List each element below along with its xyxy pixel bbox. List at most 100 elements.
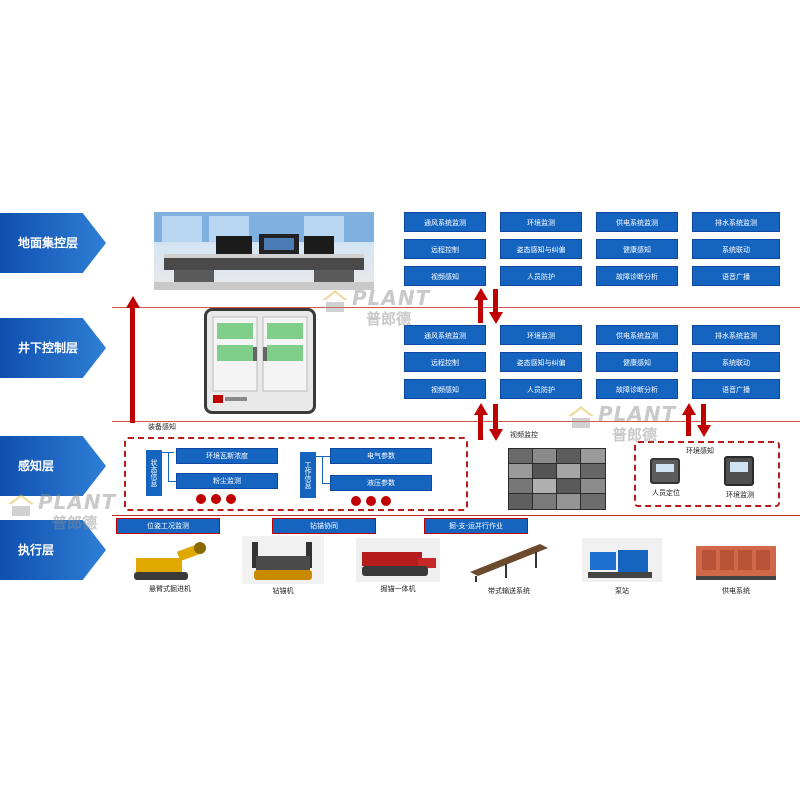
ellipsis-dot [211,494,221,504]
arrow-up-icon [474,403,488,415]
function-drainage-monitor: 排水系统监测 [692,212,780,232]
arrow-up-icon [126,296,140,308]
function-environment-monitor: 环境监测 [500,212,582,232]
ellipsis-dot [366,496,376,506]
function-fault-diagnosis: 故障诊断分析 [596,379,678,399]
watermark-brand: PLANT [352,286,431,310]
plant-watermark: PLANT 普郎德 [322,286,482,330]
environment-monitor-device [724,456,754,486]
plant-logo-icon [322,290,348,312]
roadheader-machine-image [130,540,210,582]
layer-surface: 地面集控层 [0,213,106,273]
function-attitude-correction: 姿态感知与纠偏 [500,239,582,259]
connector-line [168,481,176,482]
arrow-down-icon [489,429,503,441]
watermark-brand: PLANT [38,490,117,514]
connector-line [316,456,330,457]
function-ventilation-monitor: 通风系统监测 [404,325,486,345]
work-info-label: 工作信息 [300,452,316,498]
ellipsis-dot [351,496,361,506]
arrow-shaft [478,299,483,323]
bolter-miner-machine-image [356,538,440,582]
function-power-monitor: 供电系统监测 [596,212,678,232]
work-item-hydraulic: 液压参数 [330,475,432,491]
divider-line [112,421,800,422]
function-voice-broadcast: 语音广播 [692,266,780,286]
arrow-down-icon [489,312,503,324]
function-remote-control: 远程控制 [404,352,486,372]
belt-conveyor-label: 带式输送系统 [488,587,530,595]
connector-line [322,456,323,484]
function-remote-control: 远程控制 [404,239,486,259]
watermark-brand-cn: 普郎德 [52,514,98,532]
belt-conveyor-image [466,538,552,582]
function-personnel-protection: 人员防护 [500,266,582,286]
video-monitor-label: 视频监控 [510,431,538,439]
plant-logo-icon [568,406,594,428]
function-system-linkage: 系统联动 [692,352,780,372]
arrow-up-icon [682,403,696,415]
arrow-shaft [493,404,498,430]
pump-station-drawing [588,550,652,578]
pump-station-label: 泵站 [615,587,629,595]
equipment-sensing-label: 装备感知 [148,423,176,431]
exec-function-pose-monitor: 位姿工况监测 [116,518,220,534]
belt-conveyor-drawing [470,544,548,582]
work-item-electrical: 电气参数 [330,448,432,464]
connector-line [322,483,330,484]
environment-sensing-box [634,441,780,507]
watermark-brand-cn: 普郎德 [612,426,658,444]
function-health-sensing: 健康感知 [596,239,678,259]
function-personnel-protection: 人员防护 [500,379,582,399]
status-item-gas-concentration: 环境瓦斯浓度 [176,448,278,464]
function-ventilation-monitor: 通风系统监测 [404,212,486,232]
connector-line [168,452,169,482]
arrow-shaft [130,307,135,423]
function-drainage-monitor: 排水系统监测 [692,325,780,345]
function-fault-diagnosis: 故障诊断分析 [596,266,678,286]
function-video-sensing: 视频感知 [404,266,486,286]
watermark-brand: PLANT [598,402,677,426]
video-grid-drawing [509,449,605,509]
ellipsis-dot [226,494,236,504]
arrow-shaft [701,404,706,426]
ellipsis-dot [381,496,391,506]
function-health-sensing: 健康感知 [596,352,678,372]
control-cabinet-image [204,308,316,414]
equipment-sensing-box [124,437,468,511]
function-voice-broadcast: 语音广播 [692,379,780,399]
drill-anchor-machine-image [242,536,324,584]
bolter-miner-label: 掘锚一体机 [380,585,416,593]
pump-station-image [582,538,662,582]
power-supply-label: 供电系统 [722,587,750,595]
layer-perception: 感知层 [0,436,106,496]
arrow-shaft [493,289,498,313]
video-monitor-image [508,448,606,510]
divider-line [112,307,800,308]
personnel-locator-device [650,458,680,484]
status-info-label: 状态信息 [146,450,162,496]
environment-monitor-label: 环境监测 [726,491,754,499]
divider-line [112,515,800,516]
environment-sensing-label: 环境感知 [686,447,714,455]
function-video-sensing: 视频感知 [404,379,486,399]
function-attitude-correction: 姿态感知与纠偏 [500,352,582,372]
arrow-shaft [478,414,483,440]
plant-watermark: PLANT 普郎德 [568,402,728,446]
power-supply-drawing [696,546,776,580]
control-room-image [154,212,374,290]
control-room-drawing [154,212,374,290]
layer-underground: 井下控制层 [0,318,106,378]
bolter-miner-drawing [362,552,436,576]
function-environment-monitor: 环境监测 [500,325,582,345]
drill-anchor-drawing [252,542,312,580]
power-supply-image [692,540,780,582]
drill-anchor-label: 钻锚机 [272,587,294,595]
function-system-linkage: 系统联动 [692,239,780,259]
function-power-monitor: 供电系统监测 [596,325,678,345]
plant-logo-icon [8,494,34,516]
cabinet-drawing [212,316,308,403]
roadheader-label: 悬臂式掘进机 [149,585,191,593]
ellipsis-dot [196,494,206,504]
exec-function-parallel-operation: 掘-支-运并行作业 [424,518,528,534]
